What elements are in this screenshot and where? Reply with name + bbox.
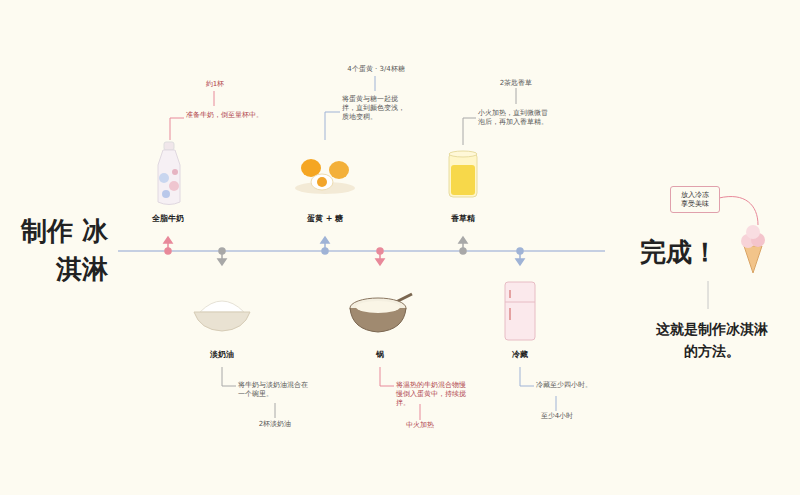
tag: 2茶匙香草	[493, 79, 539, 88]
tag: 中火加热	[398, 421, 442, 430]
ice-cream-cone	[741, 225, 765, 273]
callout-box: 放入冷冻 享受美味	[670, 186, 720, 213]
finish-heading: 完成！	[640, 232, 740, 274]
note: 冷藏至少四小时。	[536, 381, 600, 390]
step-label: 蛋黄 + 糖	[285, 214, 365, 224]
eggs	[295, 159, 355, 194]
note: 准备牛奶，倒至量杯中。	[186, 111, 266, 120]
tag: 4个蛋黄 · 3/4杯糖	[345, 65, 407, 74]
cream-bowl	[194, 301, 250, 331]
tag: 至少4小时	[534, 412, 580, 421]
step-label: 淡奶油	[182, 350, 262, 360]
fridge	[505, 282, 535, 340]
note: 将牛奶与淡奶油混合在一个碗里。	[238, 381, 308, 399]
leader-lines	[170, 76, 758, 420]
timeline	[118, 250, 605, 252]
step-label: 香草精	[423, 214, 503, 224]
tag: 約1杯	[200, 80, 230, 89]
step-label: 冷藏	[480, 350, 560, 360]
step-label: 全脂牛奶	[128, 214, 208, 224]
milk-bottle	[158, 142, 180, 205]
note: 小火加热，直到微微冒泡后，再加入香草精。	[478, 109, 548, 127]
note: 将温热的牛奶混合物慢慢倒入蛋黄中，持续搅拌。	[396, 381, 468, 407]
callout-text: 放入冷冻 享受美味	[676, 191, 714, 209]
pot	[350, 294, 412, 332]
timeline-markers	[164, 237, 524, 265]
title: 制作 冰淇淋	[14, 212, 108, 288]
step-label: 锅	[340, 350, 420, 360]
vanilla-glass	[449, 151, 477, 197]
note: 将蛋黄与糖一起搅拌，直到颜色变浅，质地变稠。	[342, 95, 408, 121]
finish-text: 这就是制作冰淇淋的方法。	[652, 318, 772, 363]
tag: 2杯淡奶油	[252, 420, 298, 429]
